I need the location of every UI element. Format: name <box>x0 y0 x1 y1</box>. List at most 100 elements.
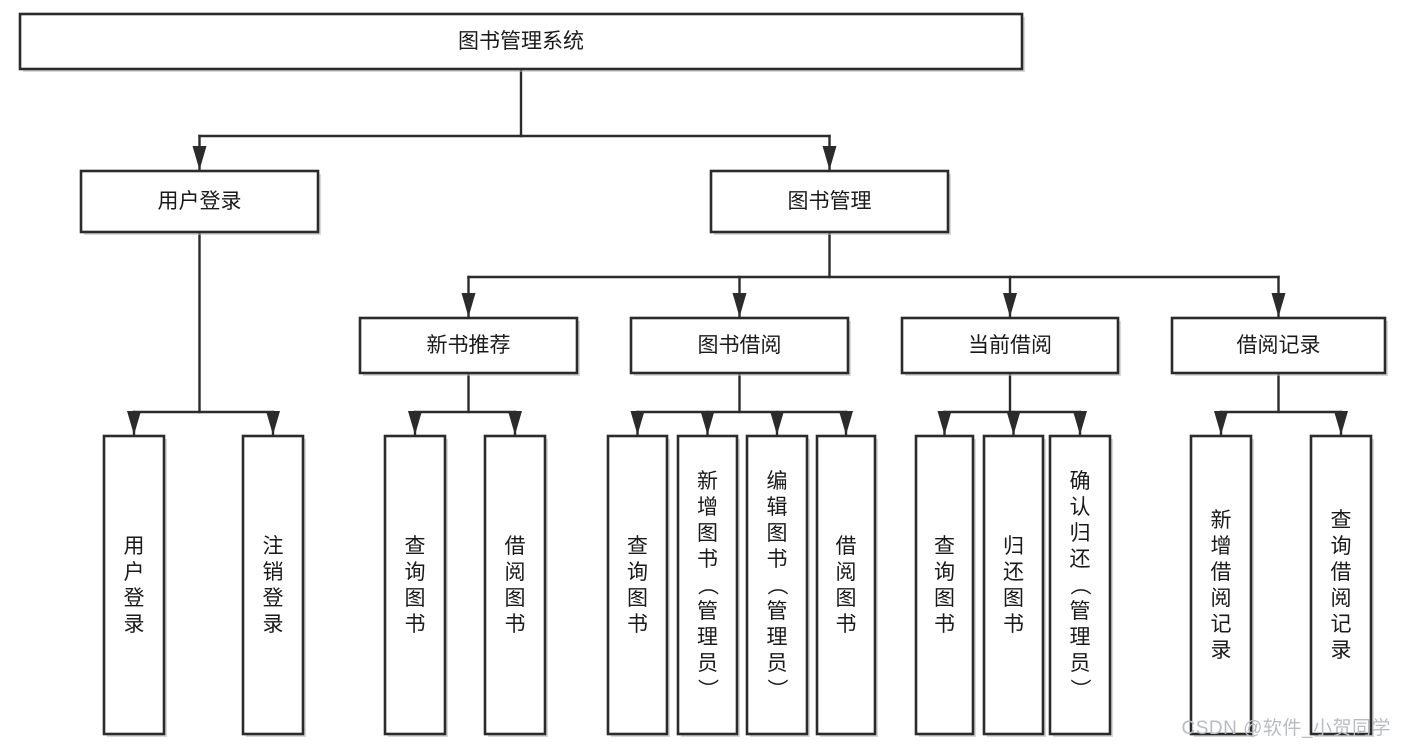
svg-text:用: 用 <box>124 535 145 558</box>
svg-text:查: 查 <box>1331 509 1352 532</box>
svg-text:录: 录 <box>263 613 284 636</box>
arrow-head-icon <box>937 411 952 435</box>
svg-text:借: 借 <box>505 535 526 558</box>
svg-text:销: 销 <box>263 561 284 584</box>
node-book-borrow[interactable]: 图书借阅 <box>629 316 851 376</box>
svg-text:录: 录 <box>1331 639 1352 662</box>
svg-text:员: 员 <box>1070 652 1091 675</box>
svg-text:图: 图 <box>405 587 426 610</box>
svg-text:借: 借 <box>836 535 857 558</box>
node-label: 当前借阅 <box>968 334 1052 357</box>
svg-text:查: 查 <box>934 535 955 558</box>
svg-text:录: 录 <box>124 613 145 636</box>
svg-text:管: 管 <box>767 600 788 623</box>
svg-text:还: 还 <box>1070 548 1091 571</box>
arrow-head-icon <box>192 146 207 170</box>
svg-text:图: 图 <box>767 522 788 545</box>
svg-text:查: 查 <box>405 535 426 558</box>
arrow-head-icon <box>1271 293 1286 317</box>
node-borrow-record[interactable]: 借阅记录 <box>1170 316 1388 376</box>
svg-text:理: 理 <box>767 626 788 649</box>
node-leaf-user-login[interactable]: 用户登录 <box>102 434 167 737</box>
svg-text:书: 书 <box>934 613 955 636</box>
arrow-head-icon <box>732 293 747 317</box>
svg-text:登: 登 <box>263 587 284 610</box>
svg-text:）: ） <box>1068 679 1091 700</box>
svg-text:阅: 阅 <box>1211 587 1232 610</box>
svg-text:阅: 阅 <box>836 561 857 584</box>
svg-text:书: 书 <box>767 548 788 571</box>
svg-text:确: 确 <box>1070 470 1091 493</box>
svg-text:书: 书 <box>697 548 718 571</box>
svg-text:）: ） <box>765 679 788 700</box>
arrow-head-icon <box>822 146 837 170</box>
svg-text:询: 询 <box>405 561 426 584</box>
node-label: 用户登录 <box>158 190 242 213</box>
svg-text:理: 理 <box>1070 626 1091 649</box>
svg-text:辑: 辑 <box>767 496 788 519</box>
arrow-head-icon <box>1334 411 1348 435</box>
svg-text:询: 询 <box>1331 535 1352 558</box>
node-user-login[interactable]: 用户登录 <box>79 169 321 235</box>
svg-text:书: 书 <box>1003 613 1024 636</box>
arrow-head-icon <box>508 411 522 435</box>
svg-text:图: 图 <box>627 587 648 610</box>
svg-text:员: 员 <box>697 652 718 675</box>
node-root-book-management-system[interactable]: 图书管理系统 <box>18 12 1025 72</box>
arrow-head-icon <box>770 411 784 435</box>
svg-text:理: 理 <box>697 626 718 649</box>
svg-text:记: 记 <box>1331 613 1352 636</box>
svg-text:归: 归 <box>1003 535 1024 558</box>
svg-text:增: 增 <box>697 496 718 519</box>
node-current-borrow[interactable]: 当前借阅 <box>900 316 1121 376</box>
node-new-book-rec[interactable]: 新书推荐 <box>358 316 580 376</box>
svg-text:管: 管 <box>697 600 718 623</box>
svg-text:书: 书 <box>836 613 857 636</box>
arrow-head-icon <box>1006 411 1021 435</box>
arrow-head-icon <box>630 411 645 435</box>
svg-text:管: 管 <box>1070 600 1091 623</box>
svg-text:询: 询 <box>934 561 955 584</box>
svg-text:新: 新 <box>697 470 718 493</box>
svg-text:借: 借 <box>1331 561 1352 584</box>
arrow-head-icon <box>1003 293 1017 317</box>
svg-text:（: （ <box>696 575 719 596</box>
node-label: 图书管理 <box>788 190 872 213</box>
svg-text:查: 查 <box>627 535 648 558</box>
svg-text:图: 图 <box>934 587 955 610</box>
node-label: 图书借阅 <box>698 334 782 357</box>
node-book-manage[interactable]: 图书管理 <box>709 169 951 235</box>
svg-text:图: 图 <box>836 587 857 610</box>
svg-text:图: 图 <box>1003 587 1024 610</box>
svg-text:）: ） <box>696 679 719 700</box>
node-label: 图书管理系统 <box>458 30 584 53</box>
arrow-head-icon <box>1214 411 1228 435</box>
svg-text:图: 图 <box>697 522 718 545</box>
node-label: 借阅记录 <box>1237 334 1321 357</box>
svg-text:注: 注 <box>263 535 284 558</box>
svg-text:户: 户 <box>124 561 145 584</box>
